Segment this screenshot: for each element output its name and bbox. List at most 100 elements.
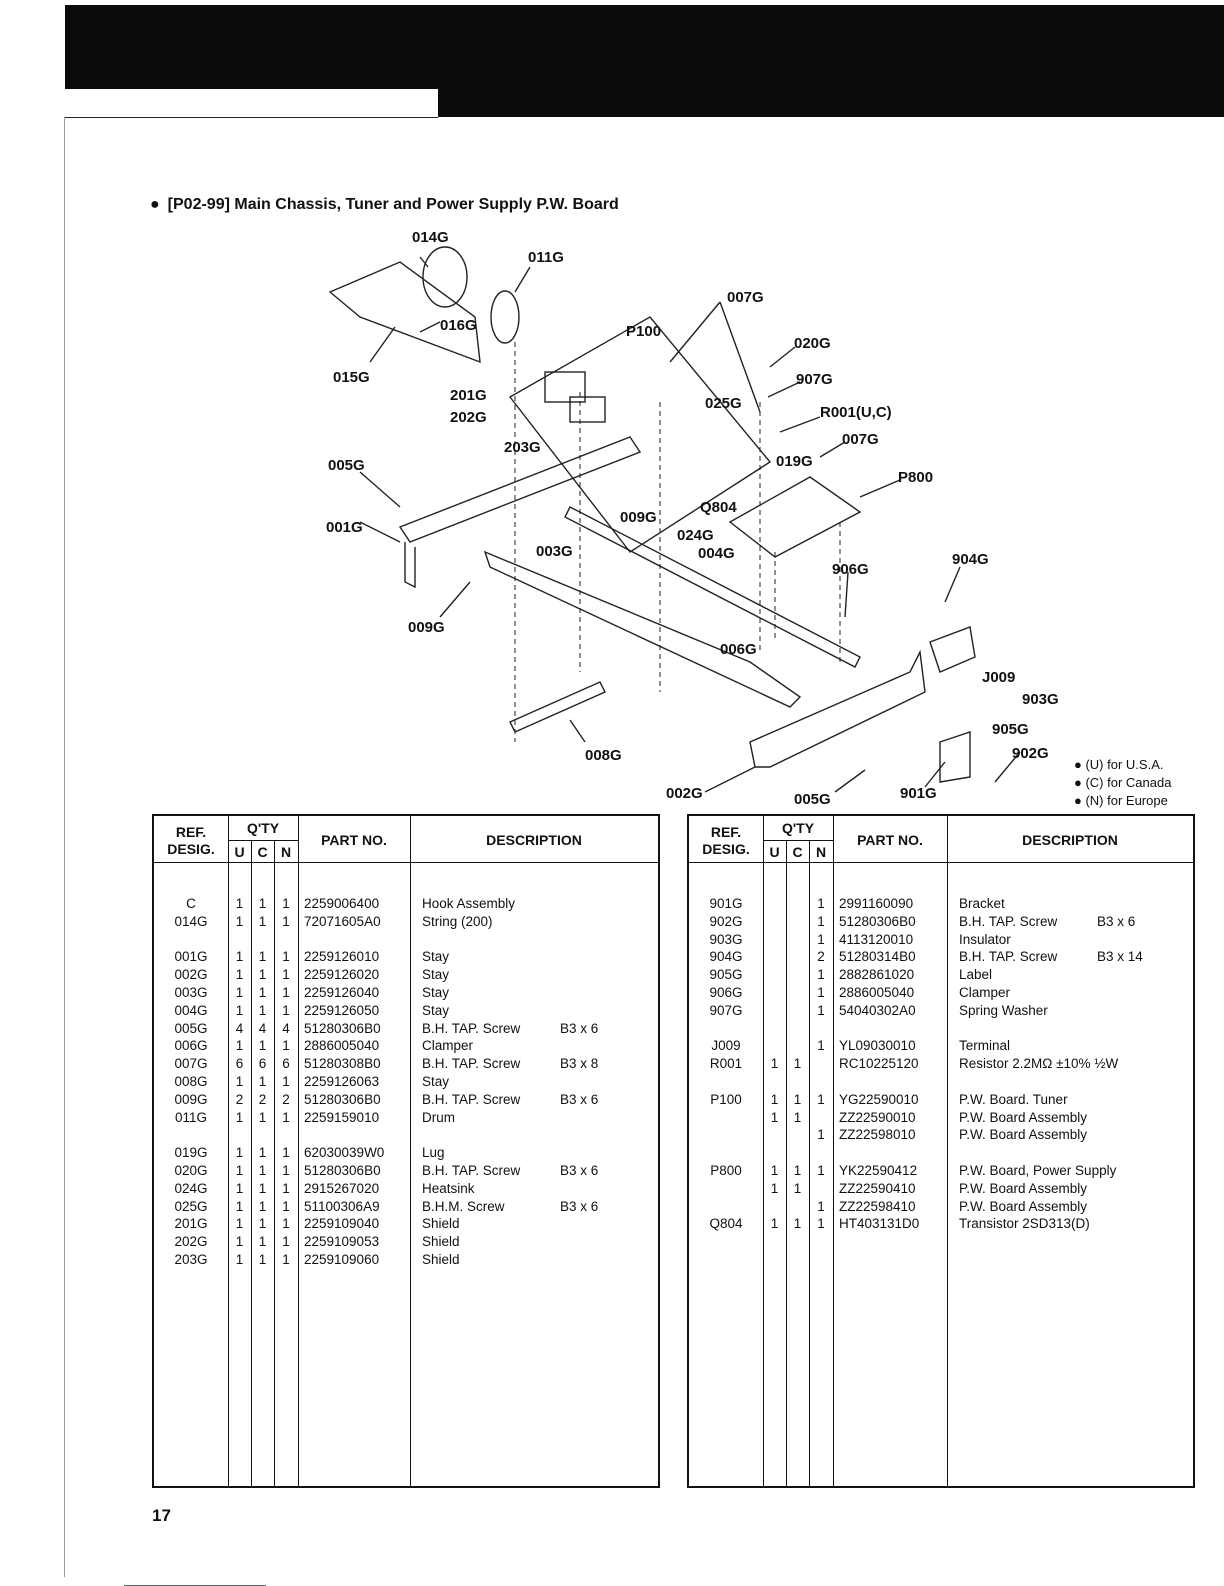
legend-text: (C) for Canada xyxy=(1085,775,1172,790)
cell-ref: J009 xyxy=(711,1038,741,1054)
col-header-qty: Q'TY xyxy=(246,820,280,836)
cell-qty-u: 6 xyxy=(235,1056,244,1072)
tuner-board-shape xyxy=(508,316,772,553)
col-divider xyxy=(228,816,229,1486)
cell-qty-u: 1 xyxy=(235,1145,244,1161)
cell-part-no: 51280306B0 xyxy=(304,1162,381,1178)
col-header-u: U xyxy=(234,844,245,860)
cell-description: String (200) xyxy=(422,913,493,929)
cell-part-no: 2886005040 xyxy=(304,1038,380,1054)
col-divider xyxy=(298,816,299,1486)
cell-qty-c: 1 xyxy=(258,1002,267,1018)
cell-qty-n: 1 xyxy=(282,949,290,965)
table-row-spacer xyxy=(689,1074,1193,1092)
callout-004g: 004G xyxy=(698,545,735,562)
region-legend: ● (U) for U.S.A. ● (C) for Canada ● (N) … xyxy=(1074,756,1171,810)
callout-001g: 001G xyxy=(326,519,363,536)
page-number: 17 xyxy=(152,1506,171,1525)
cell-ref: 202G xyxy=(174,1234,208,1250)
cell-qty-n: 1 xyxy=(817,896,825,911)
cell-description: Stay xyxy=(422,984,450,1000)
cell-qty-u: 1 xyxy=(235,984,244,1000)
cell-description: Stay xyxy=(422,949,450,965)
col-divider xyxy=(809,840,810,1486)
col-header-qty: Q'TY xyxy=(781,820,815,836)
col-header-desig: DESIG. xyxy=(167,841,215,857)
cell-ref: 014G xyxy=(174,913,208,929)
cell-part-no: HT403131D0 xyxy=(839,1216,920,1232)
cell-description: B.H.M. Screw xyxy=(422,1198,505,1214)
col-header-ref: REF. xyxy=(175,824,207,840)
cell-description: B.H. TAP. Screw xyxy=(422,1091,521,1107)
cell-qty-n: 1 xyxy=(282,1251,290,1267)
cell-ref: P800 xyxy=(710,1162,742,1178)
cell-qty-n: 1 xyxy=(282,967,290,983)
cell-ref: 002G xyxy=(174,967,208,983)
cell-qty-n: 1 xyxy=(282,913,290,929)
cell-qty-c: 1 xyxy=(258,1251,267,1267)
col-header-desig: DESIG. xyxy=(702,841,750,857)
cell-qty-n: 1 xyxy=(817,913,825,929)
cell-qty-c: 1 xyxy=(793,1216,802,1232)
cell-spec: B3 x 6 xyxy=(560,1198,599,1214)
cell-qty-c: 1 xyxy=(793,1056,802,1072)
cell-qty-c: 1 xyxy=(793,1180,802,1196)
table-row-spacer xyxy=(689,1021,1193,1039)
qty-divider xyxy=(228,840,298,841)
legend-item: ● (N) for Europe xyxy=(1074,793,1168,808)
cell-ref: 005G xyxy=(174,1020,208,1036)
cell-part-no: 2259109060 xyxy=(304,1251,380,1267)
cell-part-no: 72071605A0 xyxy=(304,913,381,929)
cell-qty-u: 1 xyxy=(235,913,244,929)
cell-qty-u: 1 xyxy=(235,1002,244,1018)
col-divider xyxy=(947,816,948,1486)
callout-005g-left: 005G xyxy=(328,457,365,474)
cell-qty-c: 1 xyxy=(258,913,267,929)
col-divider xyxy=(833,816,834,1486)
callout-006g: 006G xyxy=(720,641,757,658)
callout-p100: P100 xyxy=(626,323,661,340)
cell-spec: B3 x 14 xyxy=(1097,949,1143,965)
callout-203g: 203G xyxy=(504,439,541,456)
cell-description: P.W. Board. Tuner xyxy=(959,1091,1068,1107)
cell-ref: 901G xyxy=(709,896,743,911)
col-header-part-no: PART NO. xyxy=(321,832,387,848)
table-row-spacer xyxy=(154,1127,658,1145)
cell-qty-c: 1 xyxy=(258,1073,267,1089)
col-header-description: DESCRIPTION xyxy=(486,832,582,848)
cell-description: B.H. TAP. Screw xyxy=(959,913,1058,929)
cell-qty-u: 1 xyxy=(235,1109,244,1125)
parts-table-right: REF. DESIG. Q'TY U C N PART NO. DESCRIPT… xyxy=(687,814,1195,1488)
cell-qty-n: 1 xyxy=(817,1091,825,1107)
cell-ref: 008G xyxy=(174,1073,208,1089)
cell-qty-n: 2 xyxy=(817,949,825,965)
cell-qty-u: 1 xyxy=(235,967,244,983)
cell-qty-n: 4 xyxy=(282,1020,290,1036)
col-header-ref: REF. xyxy=(710,824,742,840)
stay-003g-shape xyxy=(483,550,802,708)
cell-qty-n: 1 xyxy=(817,1002,825,1018)
callout-r001: R001(U,C) xyxy=(820,404,892,421)
power-board-shape xyxy=(728,476,862,558)
cell-qty-n: 1 xyxy=(282,1109,290,1125)
cell-ref: 203G xyxy=(174,1251,208,1267)
col-header-n: N xyxy=(815,844,827,860)
callout-015g: 015G xyxy=(333,369,370,386)
col-header-c: C xyxy=(792,844,803,860)
cell-part-no: YG22590010 xyxy=(839,1091,919,1107)
legend-text: (N) for Europe xyxy=(1085,793,1168,808)
cell-description: P.W. Board Assembly xyxy=(959,1127,1088,1143)
cell-qty-u: 1 xyxy=(235,1251,244,1267)
